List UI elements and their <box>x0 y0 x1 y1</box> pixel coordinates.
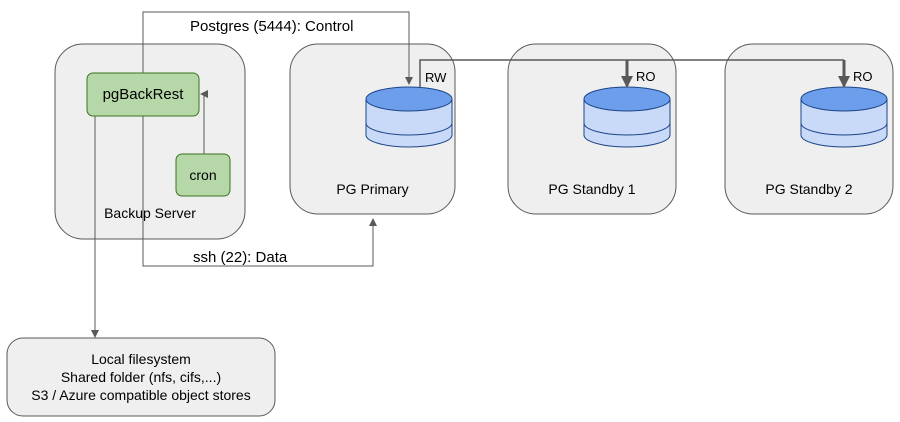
database-cylinder-icon <box>583 86 671 148</box>
repository-line-local: Local filesystem <box>91 351 191 367</box>
pg-standby-1-label: PG Standby 1 <box>548 181 636 197</box>
database-cylinder-icon <box>800 86 888 148</box>
cron-box <box>175 153 231 197</box>
cron-label: cron <box>189 167 217 183</box>
replication-line <box>419 59 844 87</box>
repository-box <box>6 337 276 417</box>
pg-standby-1-access-label: RO <box>636 69 656 84</box>
backup-server-label: Backup Server <box>104 205 196 221</box>
data-connection-line <box>142 116 377 267</box>
repository-line-object-stores: S3 / Azure compatible object stores <box>31 387 251 403</box>
pg-primary-access-label: RW <box>425 70 447 85</box>
cron-trigger-line <box>200 90 208 154</box>
pg-standby-2-label: PG Standby 2 <box>765 181 853 197</box>
pg-primary-label: PG Primary <box>336 181 409 197</box>
pgbackrest-label: pgBackRest <box>102 86 184 103</box>
repository-line-shared: Shared folder (nfs, cifs,...) <box>60 369 222 385</box>
data-connection-label: ssh (22): Data <box>193 249 288 266</box>
control-connection-label: Postgres (5444): Control <box>190 18 354 35</box>
pg-standby-2-access-label: RO <box>853 69 873 84</box>
control-connection-line <box>142 11 413 85</box>
database-cylinder-icon <box>365 86 453 148</box>
